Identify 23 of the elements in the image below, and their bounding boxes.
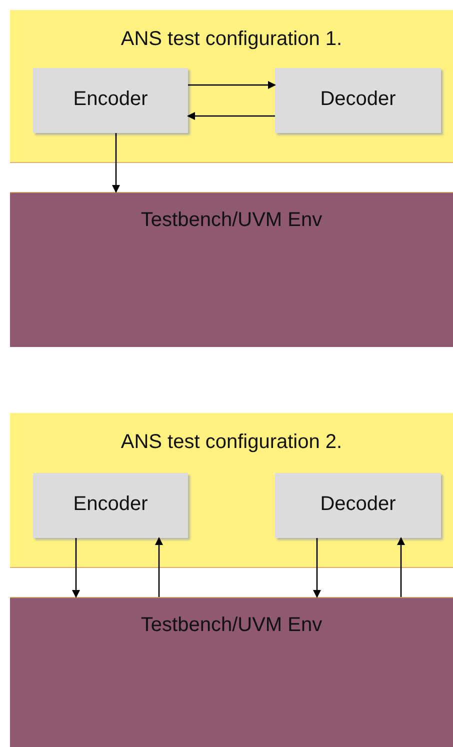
box-label: Decoder xyxy=(319,493,397,516)
arrow xyxy=(72,538,80,598)
testbench-panel xyxy=(10,192,453,347)
arrow xyxy=(397,537,405,597)
testbench-panel xyxy=(10,597,453,747)
box-label: Testbench/UVM Env xyxy=(140,614,324,637)
box-label: ANS test configuration 1. xyxy=(120,28,344,51)
process-box xyxy=(33,473,188,538)
arrow xyxy=(188,81,276,89)
arrow xyxy=(187,112,275,120)
box-label: Testbench/UVM Env xyxy=(140,209,324,232)
process-box xyxy=(275,68,441,133)
box-label: ANS test configuration 2. xyxy=(120,431,344,454)
box-label: Encoder xyxy=(72,88,149,111)
arrow xyxy=(313,538,321,598)
process-box xyxy=(33,68,188,133)
box-label: Decoder xyxy=(319,88,397,111)
configuration-panel xyxy=(10,413,453,568)
configuration-panel xyxy=(10,10,453,163)
box-label: Encoder xyxy=(72,493,149,516)
process-box xyxy=(275,473,441,538)
arrow xyxy=(155,537,163,597)
arrow xyxy=(112,133,120,193)
